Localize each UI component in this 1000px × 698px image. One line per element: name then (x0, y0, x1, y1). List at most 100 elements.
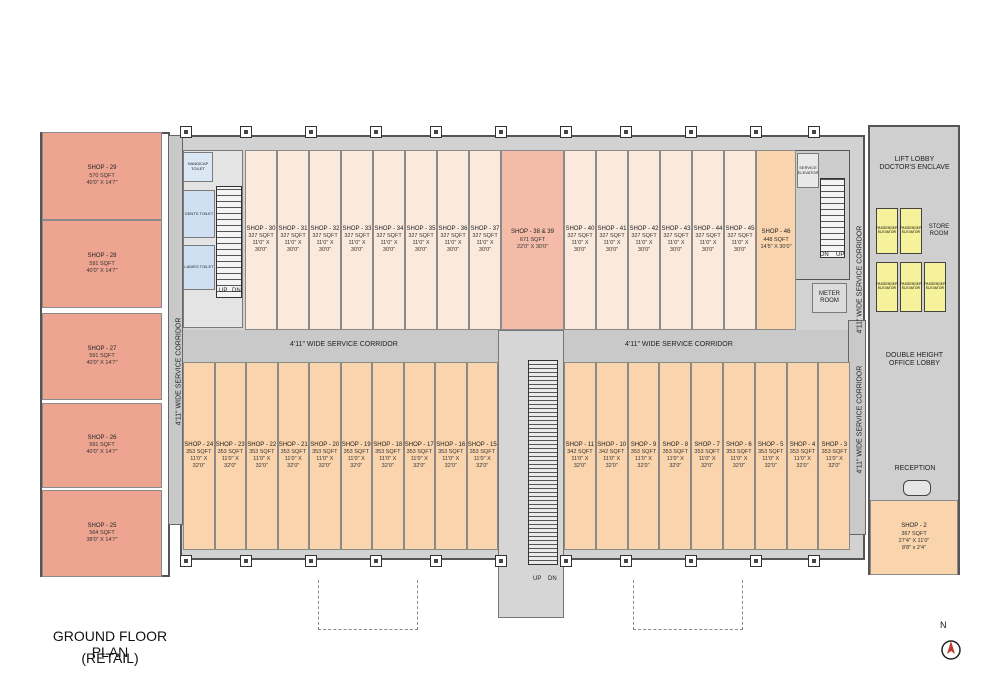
passenger-elevator-5: PASSENGER ELEVATOR (924, 262, 946, 312)
shop-name: SHOP - 35 (406, 225, 436, 232)
north-arrow-icon: N (936, 620, 966, 670)
shop-area: 327 SQFT (280, 233, 306, 240)
shop-dim: 40'0" X 14'7" (86, 360, 118, 367)
shop-dim: 11'0" X 32'0" (666, 456, 684, 470)
shop-dim: 11'0" X 32'0" (253, 456, 271, 470)
shop-dim: 11'0" X 32'0" (794, 456, 811, 470)
column-marker (560, 126, 572, 138)
shop-dim: 11'0" X 32'0" (603, 456, 621, 470)
shop-dim: 11'0" X 30'0" (667, 240, 685, 254)
shop-name: SHOP - 25 (87, 522, 117, 529)
shop-area: 591 SQFT (89, 353, 115, 360)
shop-dim: 11'0" X 30'0" (348, 240, 366, 254)
shop-area: 353 SQFT (406, 449, 432, 456)
shop-area: 353 SQFT (375, 449, 401, 456)
shop-area: 353 SQFT (469, 449, 495, 456)
shop-area: 591 SQFT (89, 442, 115, 449)
shop-2-name: SHOP - 2 (901, 523, 927, 530)
shop-name: SHOP - 46 (761, 229, 791, 236)
shop-dim: 11'0" X 30'0" (412, 240, 430, 254)
shop-name: SHOP - 23 (215, 441, 245, 448)
shop-dim: 11'0" X 30'0" (635, 240, 653, 254)
shop-area: 570 SQFT (89, 172, 115, 179)
meter-room: METER ROOM (812, 283, 847, 313)
shop-dim: 11'0" X 32'0" (762, 456, 780, 470)
shop-dim: 11'0" X 30'0" (476, 240, 494, 254)
shop-dim: 11'0" X 32'0" (347, 456, 365, 470)
shop-area: 353 SQFT (821, 449, 847, 456)
gents-toilet: GENTS TOILET (183, 190, 215, 238)
north-label: N (940, 620, 947, 630)
shop-area: 353 SQFT (343, 449, 369, 456)
shop-name: SHOP - 32 (310, 225, 340, 232)
shop-name: SHOP - 36 (438, 225, 468, 232)
plan-title: GROUND FLOOR PLAN (52, 628, 168, 660)
shop-area: 342 SQFT (599, 449, 625, 456)
shop-name: SHOP - 34 (374, 225, 404, 232)
shop-name: SHOP - 33 (342, 225, 372, 232)
shop-name: SHOP - 19 (341, 441, 371, 448)
shop-dim: 11'0" X 32'0" (730, 456, 748, 470)
column-marker (180, 555, 192, 567)
shop-area: 353 SQFT (280, 449, 306, 456)
shop-2-dim2: 8'8" x 2'4" (901, 544, 927, 551)
shop-name: SHOP - 38 & 39 (511, 229, 554, 236)
shop-name: SHOP - 11 (565, 441, 595, 448)
shop-dim: 11'0" X 32'0" (635, 456, 652, 470)
staircase-west (216, 186, 242, 298)
shop-dim: 11'0" X 32'0" (284, 456, 302, 470)
shop-dim: 11'0" X 32'0" (825, 456, 843, 470)
shop-area: 327 SQFT (727, 233, 753, 240)
shop-area: 327 SQFT (312, 233, 338, 240)
shop-dim: 11'0" X 30'0" (699, 240, 717, 254)
shop-name: SHOP - 41 (597, 225, 627, 232)
shop-area: 353 SQFT (758, 449, 784, 456)
shop-area: 327 SQFT (376, 233, 402, 240)
canopy-left (318, 580, 418, 630)
corridor-label-top-right: 4'11" WIDE SERVICE CORRIDOR (625, 341, 733, 348)
escalator (528, 360, 558, 565)
shop-dim: 11'0" X 30'0" (571, 240, 589, 254)
column-marker (305, 555, 317, 567)
shop-area: 353 SQFT (249, 449, 275, 456)
shop-dim: 11'0" X 32'0" (410, 456, 428, 470)
corridor-label-west: 4'11" WIDE SERVICE CORRIDOR (175, 317, 183, 426)
shop-area: 353 SQFT (789, 449, 816, 456)
shop-name: SHOP - 45 (725, 225, 755, 232)
shop-area: 448 SQFT (763, 236, 789, 243)
shop-area: 564 SQFT (89, 530, 115, 537)
shop-area: 342 SQFT (567, 449, 593, 456)
shop-name: SHOP - 37 (470, 225, 500, 232)
corridor-label-top-left: 4'11" WIDE SERVICE CORRIDOR (290, 341, 398, 348)
shop-dim: 11'0" X 30'0" (252, 240, 270, 254)
escalator-up-label: UP (533, 576, 542, 582)
lift-lobby: LIFT LOBBY DOCTOR'S ENCLAVE (879, 155, 950, 171)
reception-desk (903, 480, 931, 496)
shop-dim: 38'0" X 14'7" (86, 537, 118, 544)
shop-dim: 11'0" X 32'0" (221, 456, 239, 470)
column-marker (685, 555, 697, 567)
shop-dim: 11'0" X 32'0" (316, 456, 334, 470)
column-marker (620, 555, 632, 567)
passenger-elevator-3: PASSENGER ELEVATOR (876, 262, 898, 312)
